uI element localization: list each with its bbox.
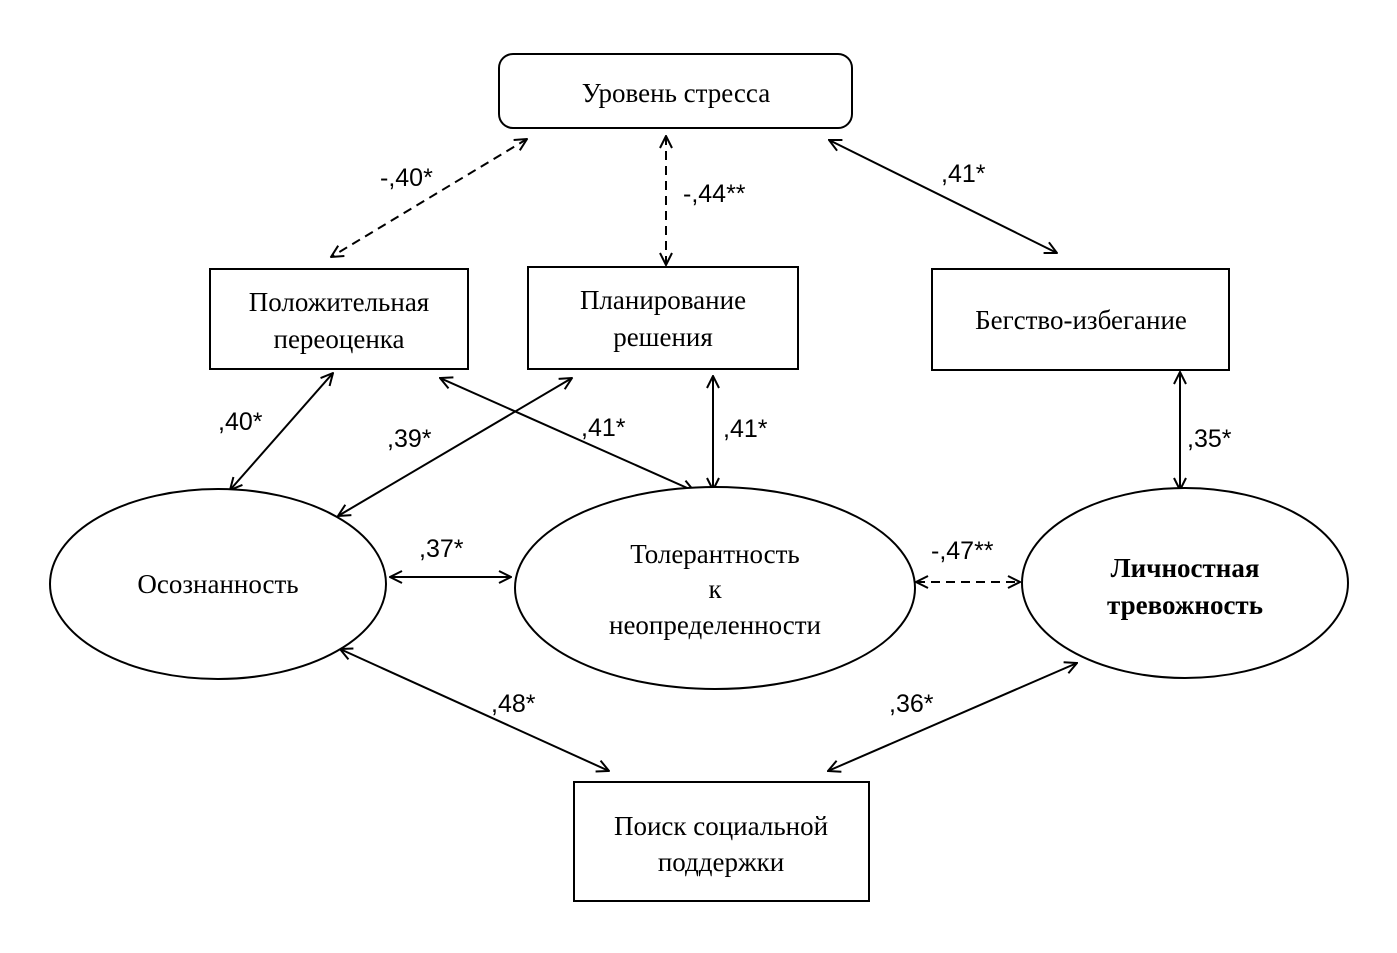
node-personal-anxiety-label-1: Личностная (1111, 553, 1260, 583)
node-positive-reappraisal-label-1: Положительная (249, 287, 429, 317)
node-planning-solution-label-1: Планирование (580, 285, 746, 315)
edge-label: ,35* (1187, 425, 1232, 453)
edge-mindfulness-support (340, 649, 609, 771)
node-stress-level: Уровень стресса (498, 53, 853, 129)
node-planning-solution-label-2: решения (613, 322, 713, 352)
node-uncertainty-tolerance-label-3: неопределенности (609, 610, 821, 640)
edge-stress-escape (829, 140, 1057, 253)
edge-reappraisal-mindfulness (230, 373, 333, 490)
node-positive-reappraisal: Положительная переоценка (209, 268, 469, 370)
node-stress-level-label: Уровень стресса (582, 78, 770, 108)
edge-label: ,36* (889, 690, 934, 718)
node-social-support-search-label-1: Поиск социальной (614, 811, 828, 841)
node-escape-avoidance: Бегство-избегание (931, 268, 1230, 371)
edge-stress-reappraisal (331, 139, 527, 257)
node-mindfulness: Осознанность (49, 488, 387, 680)
edge-planning-mindfulness (338, 378, 572, 516)
node-uncertainty-tolerance: Толерантность к неопределенности (514, 486, 916, 690)
nodes-layer: Уровень стресса Положительная переоценка… (49, 53, 1349, 902)
node-personal-anxiety: Личностная тревожность (1021, 487, 1349, 679)
edge-label: ,40* (218, 408, 263, 436)
node-planning-solution: Планирование решения (527, 266, 799, 370)
edge-anxiety-support (828, 663, 1077, 771)
node-social-support-search: Поиск социальной поддержки (573, 781, 870, 902)
node-personal-anxiety-label-2: тревожность (1107, 590, 1263, 620)
edges-layer (230, 136, 1180, 771)
edge-reappraisal-tolerance (440, 378, 694, 491)
edge-label: -,47** (931, 537, 994, 565)
edge-label: ,41* (581, 414, 626, 442)
edge-label: -,40* (380, 164, 433, 192)
node-escape-avoidance-label: Бегство-избегание (975, 305, 1187, 335)
edge-label: ,48* (491, 690, 536, 718)
edge-label: ,41* (941, 160, 986, 188)
labels-layer: -,40* -,44** ,41* ,40* ,39* ,41* ,41* ,3… (218, 160, 1232, 718)
edge-label: ,41* (723, 415, 768, 443)
edge-label: ,39* (387, 425, 432, 453)
node-social-support-search-label-2: поддержки (658, 847, 784, 877)
edge-label: ,37* (419, 535, 464, 563)
node-positive-reappraisal-label-2: переоценка (274, 324, 405, 354)
node-uncertainty-tolerance-label-1: Толерантность (630, 539, 800, 569)
node-uncertainty-tolerance-label-2: к (708, 574, 722, 604)
node-mindfulness-label: Осознанность (137, 569, 298, 599)
edge-label: -,44** (683, 180, 746, 208)
